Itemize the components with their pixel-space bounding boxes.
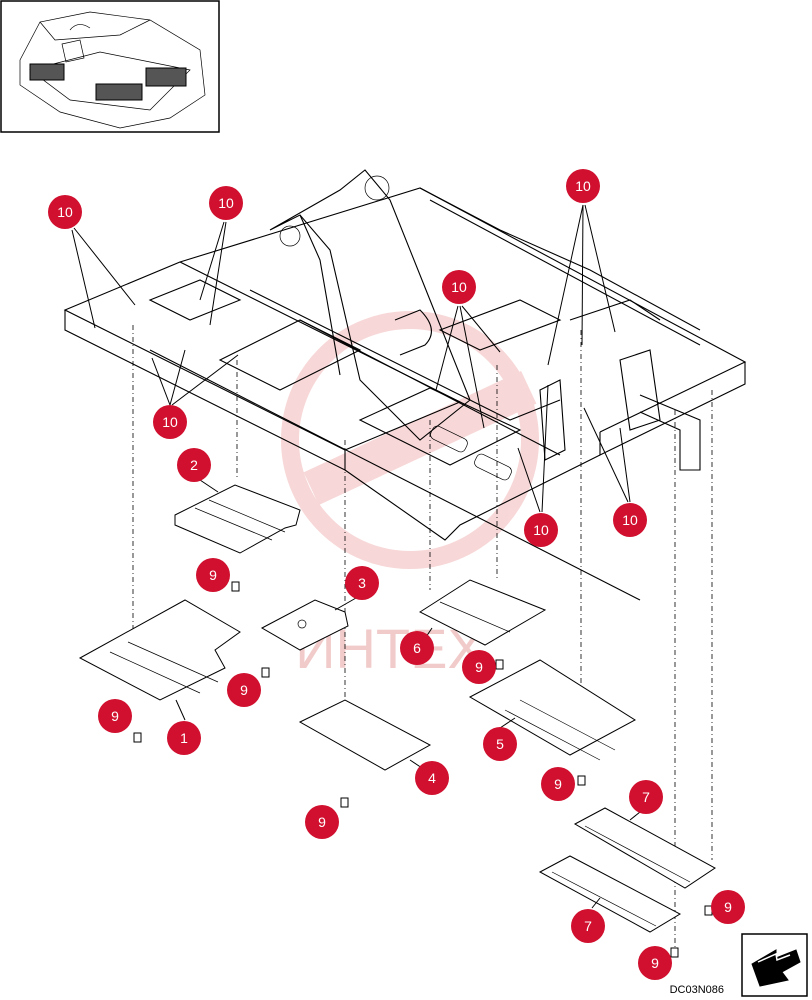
callout-9d: 9	[98, 699, 132, 733]
callout-7b: 7	[571, 909, 605, 943]
callout-3: 3	[345, 566, 379, 600]
callout-10e: 10	[153, 405, 187, 439]
bolt-icon	[231, 581, 240, 592]
callout-7a: 7	[629, 780, 663, 814]
callout-label: 9	[318, 814, 326, 830]
callout-9c: 9	[462, 650, 496, 684]
callout-label: 10	[218, 195, 234, 211]
callout-10b: 10	[209, 186, 243, 220]
side-plate-7-upper	[573, 807, 716, 889]
callout-9g: 9	[711, 890, 745, 924]
cover-plate-2	[174, 484, 301, 554]
callouts: 10 10 10 10 10 10 10 2 9 3 9 6 9 9 1 5 4…	[48, 169, 745, 980]
side-plate-7-lower	[538, 855, 682, 933]
callout-label: 10	[533, 522, 549, 538]
bolt-icon	[133, 732, 142, 743]
cover-plate-3	[260, 599, 349, 651]
callout-label: 9	[475, 659, 483, 675]
callout-label: 5	[496, 736, 504, 752]
callout-label: 1	[180, 730, 188, 746]
bolts	[133, 581, 713, 958]
callout-label: 7	[584, 918, 592, 934]
callout-label: 10	[622, 512, 638, 528]
cover-plates	[78, 484, 716, 933]
machine-overview-thumbnail	[0, 0, 220, 133]
callout-label: 3	[358, 575, 366, 591]
bolt-icon	[340, 797, 349, 808]
callout-9b: 9	[227, 673, 261, 707]
callout-label: 9	[209, 567, 217, 583]
callout-9h: 9	[638, 946, 672, 980]
cover-plate-5	[468, 659, 636, 756]
callout-label: 9	[651, 955, 659, 971]
callout-5: 5	[483, 727, 517, 761]
callout-4: 4	[415, 761, 449, 795]
callout-label: 2	[190, 457, 198, 473]
cover-plate-1	[78, 599, 241, 701]
callout-label: 10	[451, 279, 467, 295]
callout-label: 9	[111, 708, 119, 724]
callout-10f: 10	[524, 513, 558, 547]
assembly-lines	[132, 325, 713, 950]
next-page-arrow-icon[interactable]	[741, 933, 808, 997]
drawing-code: DC03N086	[669, 984, 724, 996]
callout-label: 10	[57, 204, 73, 220]
bolt-icon	[495, 659, 504, 670]
bolt-icon	[704, 905, 713, 916]
callout-10a: 10	[48, 195, 82, 229]
callout-label: 10	[575, 178, 591, 194]
callout-label: 4	[428, 770, 436, 786]
callout-label: 9	[554, 776, 562, 792]
callout-label: 9	[724, 899, 732, 915]
callout-9e: 9	[541, 767, 575, 801]
callout-label: 9	[240, 682, 248, 698]
callout-6: 6	[400, 631, 434, 665]
callout-1: 1	[167, 721, 201, 755]
bolt-icon	[261, 667, 270, 678]
callout-label: 10	[162, 414, 178, 430]
bolt-icon	[577, 775, 586, 786]
cover-plate-6	[418, 579, 547, 646]
callout-10g: 10	[613, 503, 647, 537]
bolt-icon	[670, 947, 679, 958]
cover-plate-4	[298, 699, 432, 771]
callout-9f: 9	[305, 805, 339, 839]
upper-frame	[63, 169, 747, 601]
callout-label: 6	[413, 640, 421, 656]
callout-label: 7	[642, 789, 650, 805]
callout-10d: 10	[442, 270, 476, 304]
callout-10c: 10	[566, 169, 600, 203]
callout-2: 2	[177, 448, 211, 482]
callout-9a: 9	[196, 558, 230, 592]
